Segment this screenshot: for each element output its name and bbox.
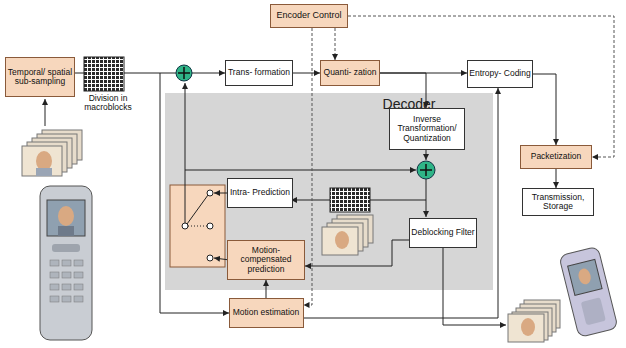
wires xyxy=(45,73,506,325)
data-connector xyxy=(305,240,409,266)
data-connector xyxy=(266,280,267,298)
box-text: Deblocking Filter xyxy=(411,228,474,237)
output-frames xyxy=(508,300,560,342)
box-text: Motion estimation xyxy=(233,308,300,317)
box-text: Intra- Prediction xyxy=(230,188,290,197)
process-box: Deblocking Filter xyxy=(409,218,477,248)
process-box: Transmission, Storage xyxy=(522,188,594,216)
input-frames xyxy=(22,130,82,176)
box-text: Entropy- Coding xyxy=(469,69,530,78)
decoder-band-ground xyxy=(165,93,493,290)
reference-frames xyxy=(322,215,373,255)
macroblock-grid xyxy=(330,188,370,212)
box-text: Quanti- zation xyxy=(324,68,377,77)
control-connector xyxy=(335,28,336,60)
decoder-band: DecoderInverse Transformation/ Quantizat… xyxy=(165,93,493,290)
data-connector xyxy=(533,74,556,145)
switch-box xyxy=(170,185,225,267)
data-connector xyxy=(293,73,320,74)
data-connector xyxy=(304,88,499,318)
control-connector xyxy=(348,16,614,157)
process-box: Packetization xyxy=(520,145,592,169)
box-text: Temporal/ spatial sub-sampling xyxy=(6,68,74,87)
data-connector xyxy=(556,169,557,188)
switch-contacts xyxy=(182,190,213,261)
process-box: Motion estimation xyxy=(229,298,304,328)
adder-symbol xyxy=(417,161,435,179)
box-text: Transmission, Storage xyxy=(523,193,593,212)
box-text: Inverse Transformation/ Quantization xyxy=(390,115,464,143)
process-box: Trans- formation xyxy=(225,60,293,86)
box-text: Trans- formation xyxy=(228,68,290,77)
box-text: Packetization xyxy=(531,152,582,161)
process-box: Inverse Transformation/ Quantization xyxy=(389,108,465,150)
process-box: Motion- compensated prediction xyxy=(227,240,305,280)
sending-phone xyxy=(40,186,92,340)
process-box: Temporal/ spatial sub-sampling xyxy=(5,57,75,97)
receiving-phone xyxy=(559,246,618,337)
label-text: Division in macroblocks xyxy=(84,93,132,112)
process-box: Entropy- Coding xyxy=(467,60,533,88)
control-box: Encoder Control xyxy=(270,4,348,28)
adder-symbol xyxy=(176,65,192,81)
process-box: Quanti- zation xyxy=(320,60,380,86)
process-box: Intra- Prediction xyxy=(227,178,293,208)
macroblock-grid xyxy=(84,57,124,91)
caption-label: Division in macroblocks xyxy=(74,94,142,113)
box-text: Encoder Control xyxy=(276,11,341,21)
box-text: Motion- compensated prediction xyxy=(228,246,304,274)
